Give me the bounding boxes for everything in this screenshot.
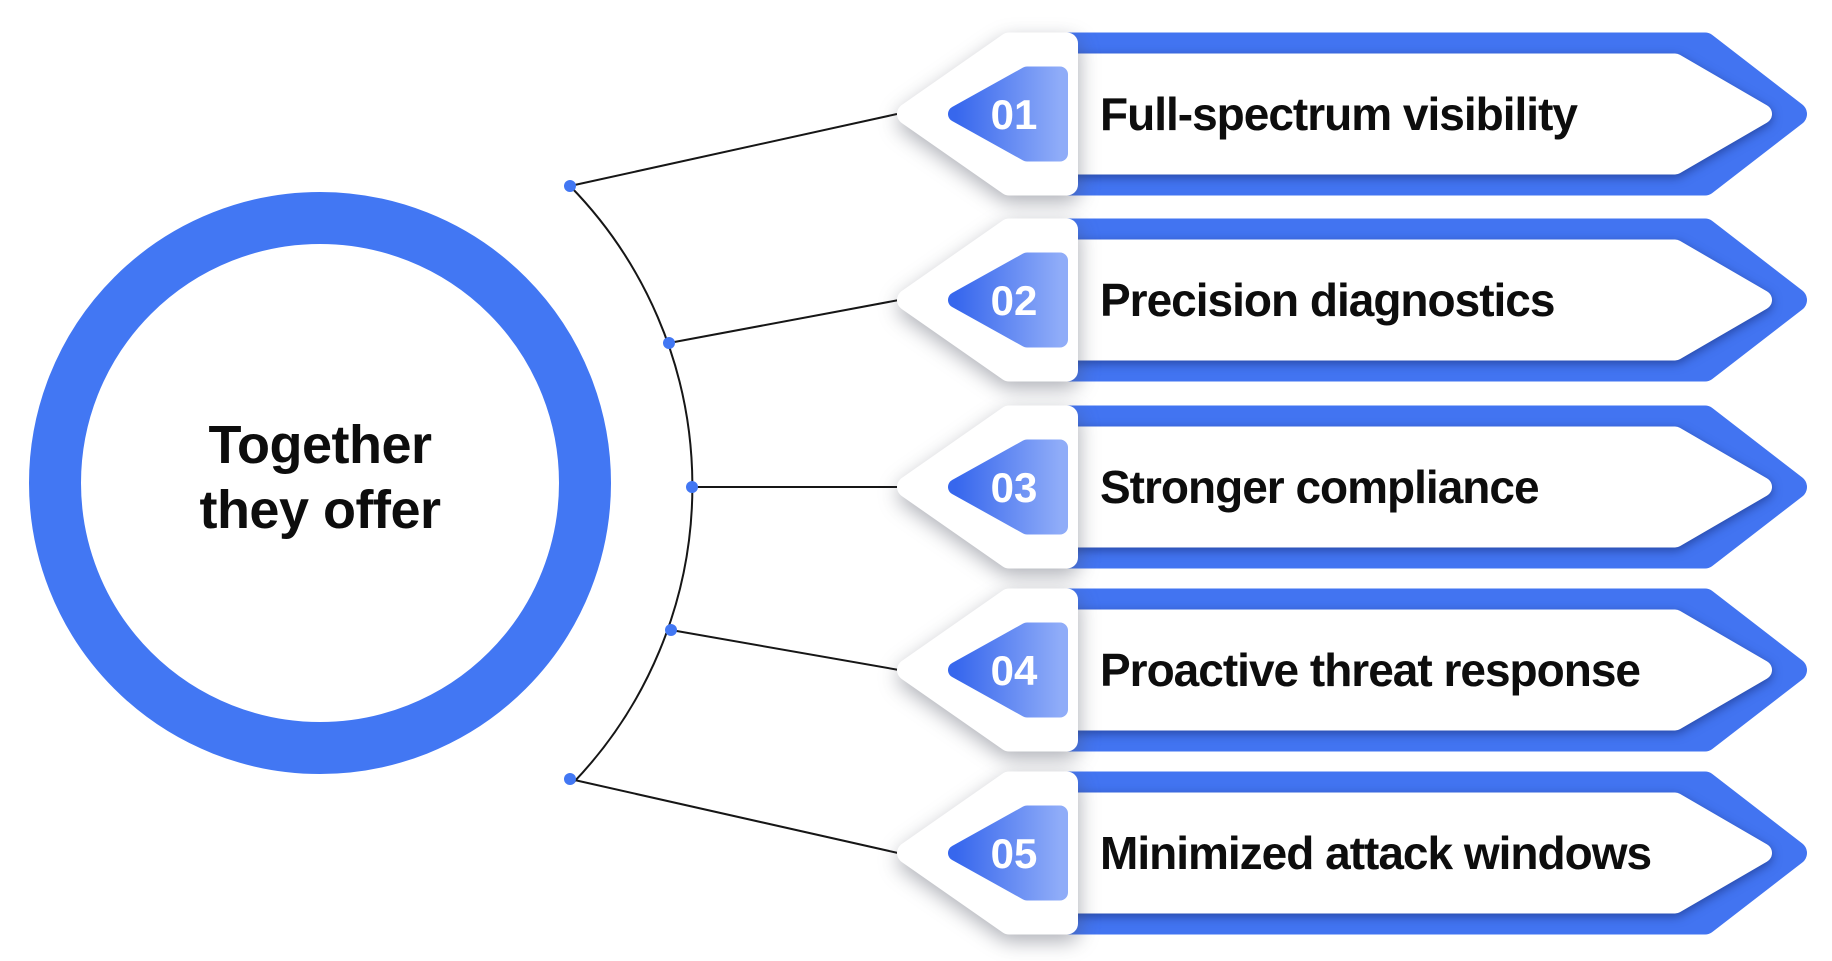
item-banner-4: 04 Proactive threat response [897,588,1807,752]
connector-dot-1 [564,180,576,192]
item-number: 05 [991,830,1038,877]
connector-line-4 [670,629,900,671]
item-banner-1: 01 Full-spectrum visibility [897,32,1807,196]
connector-line-1 [569,113,898,187]
connector-dot-2 [663,337,675,349]
item-title: Proactive threat response [1100,644,1640,696]
item-banner-2: 02 Precision diagnostics [897,218,1807,382]
connector-line-5 [569,778,899,854]
item-title: Full-spectrum visibility [1100,88,1578,140]
number-pentagon [948,622,1068,718]
number-pentagon [948,66,1068,162]
number-pentagon [948,805,1068,901]
item-title: Minimized attack windows [1100,827,1651,879]
number-pentagon [948,252,1068,348]
item-number: 03 [991,464,1038,511]
connector-dot-4 [665,624,677,636]
connector-dot-3 [686,481,698,493]
item-number: 04 [991,647,1038,694]
number-pentagon [948,439,1068,535]
item-number: 02 [991,277,1038,324]
center-circle-ring [29,192,611,774]
connector-dot-5 [564,773,576,785]
connector-line-2 [668,299,900,344]
center-label-line1: Together [209,415,432,475]
item-banner-5: 05 Minimized attack windows [897,771,1807,935]
item-title: Stronger compliance [1100,461,1539,513]
item-number: 01 [991,91,1038,138]
item-title: Precision diagnostics [1100,274,1554,326]
item-banner-3: 03 Stronger compliance [897,405,1807,569]
center-label-line2: they offer [199,480,441,540]
